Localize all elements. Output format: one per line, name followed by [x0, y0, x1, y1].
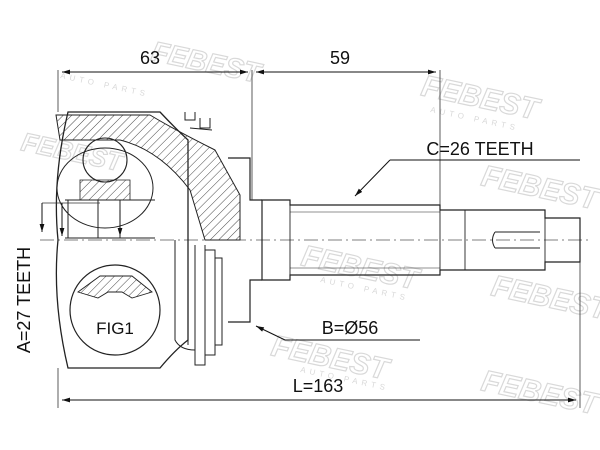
watermark-text: FEBEST [479, 365, 600, 422]
inner-race-outline [56, 147, 154, 229]
fig1-label: FIG1 [96, 319, 134, 338]
dimension-59: 59 [256, 48, 441, 205]
watermark-text: FEBEST [479, 160, 600, 217]
neck-upper [228, 157, 262, 201]
fig1-detail: FIG1 [69, 264, 161, 356]
dimension-inner-teeth: C=26 TEETH [354, 139, 580, 197]
dimension-outer-teeth: A=27 TEETH [14, 202, 123, 353]
watermark: FEBEST FEBEST FEBEST FEBEST FEBEST FEBES… [18, 35, 600, 423]
dimension-label: L=163 [293, 376, 344, 396]
dimension-label: 63 [140, 48, 160, 68]
dimension-total-length: L=163 [57, 262, 581, 408]
abs-ring [194, 245, 223, 366]
watermark-text: FEBEST [489, 270, 600, 327]
housing-edge [174, 240, 196, 351]
watermark-tagline: AUTO PARTS [60, 71, 150, 99]
dimension-label: C=26 TEETH [426, 139, 533, 159]
dimension-label: A=27 TEETH [14, 247, 34, 353]
dimension-label: B=Ø56 [322, 318, 379, 338]
dimension-label: 59 [330, 48, 350, 68]
watermark-text: FEBEST [149, 36, 266, 90]
cage-hatch [79, 179, 131, 201]
dimension-diameter: B=Ø56 [255, 318, 420, 341]
joint-housing [55, 111, 262, 369]
dimension-63: 63 [57, 48, 253, 200]
clamp-detail [184, 112, 213, 131]
neck-lower [228, 279, 262, 323]
fig1-spline-hatch [77, 275, 153, 299]
thread-slot [492, 231, 540, 249]
housing-section-hatch [55, 114, 241, 241]
